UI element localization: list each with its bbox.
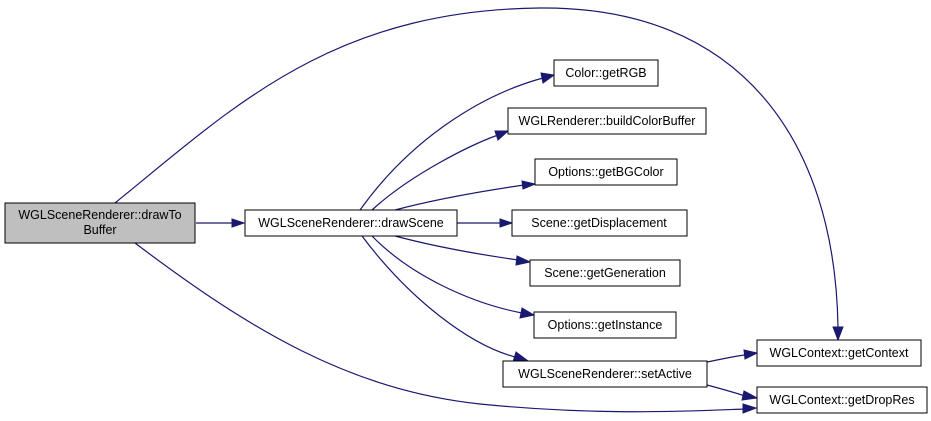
node-buildColorBuffer-box xyxy=(507,107,707,135)
node-getGeneration-box xyxy=(529,259,681,287)
node-getDisplacement[interactable]: Scene::getDisplacement xyxy=(511,209,688,237)
arrow-setActive-getContext xyxy=(743,349,759,360)
node-getGeneration[interactable]: Scene::getGeneration xyxy=(529,259,681,287)
arrow-setActive-getDropRes xyxy=(741,390,759,401)
arrow-root-drawScene xyxy=(231,218,246,228)
node-drawToBuffer-label-line2: Buffer xyxy=(83,223,116,237)
node-getRGB-label: Color::getRGB xyxy=(565,66,646,80)
node-getContext-label: WGLContext::getContext xyxy=(770,346,909,360)
node-getDropRes-box xyxy=(756,386,928,414)
edge-setActive-getDropRes xyxy=(706,384,746,397)
edge-root-getDropRes xyxy=(134,242,746,413)
arrow-root-getDropRes xyxy=(742,403,758,414)
edge-drawScene-setActive xyxy=(361,235,516,358)
node-getDropRes[interactable]: WGLContext::getDropRes xyxy=(756,386,928,414)
node-drawScene-box xyxy=(244,209,458,237)
node-getInstance[interactable]: Options::getInstance xyxy=(533,311,677,339)
edge-drawScene-buildColorBuffer xyxy=(371,134,499,211)
node-getDisplacement-label: Scene::getDisplacement xyxy=(531,216,667,230)
node-drawScene-label: WGLSceneRenderer::drawScene xyxy=(258,216,444,230)
edge-drawScene-getRGB xyxy=(359,77,544,211)
nodes: WGLSceneRenderer::drawTo Buffer WGLScene… xyxy=(4,59,928,414)
node-getBGColor[interactable]: Options::getBGColor xyxy=(534,158,678,186)
node-getBGColor-box xyxy=(534,158,678,186)
node-buildColorBuffer[interactable]: WGLRenderer::buildColorBuffer xyxy=(507,107,707,135)
edge-root-getContext xyxy=(114,7,839,328)
node-getInstance-box xyxy=(533,311,677,339)
node-getBGColor-label: Options::getBGColor xyxy=(548,165,663,179)
arrow-drawScene-getRGB xyxy=(540,72,556,84)
node-setActive[interactable]: WGLSceneRenderer::setActive xyxy=(502,360,708,388)
arrow-drawScene-getDisplacement xyxy=(499,218,514,228)
node-getDisplacement-box xyxy=(511,209,688,237)
node-getContext-box xyxy=(756,339,922,367)
arrow-drawScene-buildColorBuffer xyxy=(494,130,510,141)
node-getRGB[interactable]: Color::getRGB xyxy=(553,59,659,87)
node-setActive-box xyxy=(502,360,708,388)
edge-drawScene-getGeneration xyxy=(394,235,519,261)
node-setActive-label: WGLSceneRenderer::setActive xyxy=(518,367,692,381)
node-drawToBuffer-box xyxy=(4,202,196,244)
arrow-drawScene-getBGColor xyxy=(521,180,537,190)
edge-drawScene-getInstance xyxy=(371,235,523,314)
arrow-root-getContext xyxy=(832,326,844,342)
edge-setActive-getContext xyxy=(706,354,746,363)
node-getGeneration-label: Scene::getGeneration xyxy=(544,266,666,280)
node-drawToBuffer[interactable]: WGLSceneRenderer::drawTo Buffer xyxy=(4,202,196,244)
node-getContext[interactable]: WGLContext::getContext xyxy=(756,339,922,367)
node-getInstance-label: Options::getInstance xyxy=(548,318,663,332)
node-buildColorBuffer-label: WGLRenderer::buildColorBuffer xyxy=(519,114,696,128)
node-getDropRes-label: WGLContext::getDropRes xyxy=(769,393,914,407)
arrow-drawScene-getGeneration xyxy=(515,255,532,266)
edges xyxy=(114,7,844,414)
arrow-drawScene-getInstance xyxy=(519,307,536,319)
node-drawScene[interactable]: WGLSceneRenderer::drawScene xyxy=(244,209,458,237)
node-drawToBuffer-label-line1: WGLSceneRenderer::drawTo xyxy=(18,208,181,222)
edge-drawScene-getBGColor xyxy=(394,184,525,211)
node-getRGB-box xyxy=(553,59,659,87)
